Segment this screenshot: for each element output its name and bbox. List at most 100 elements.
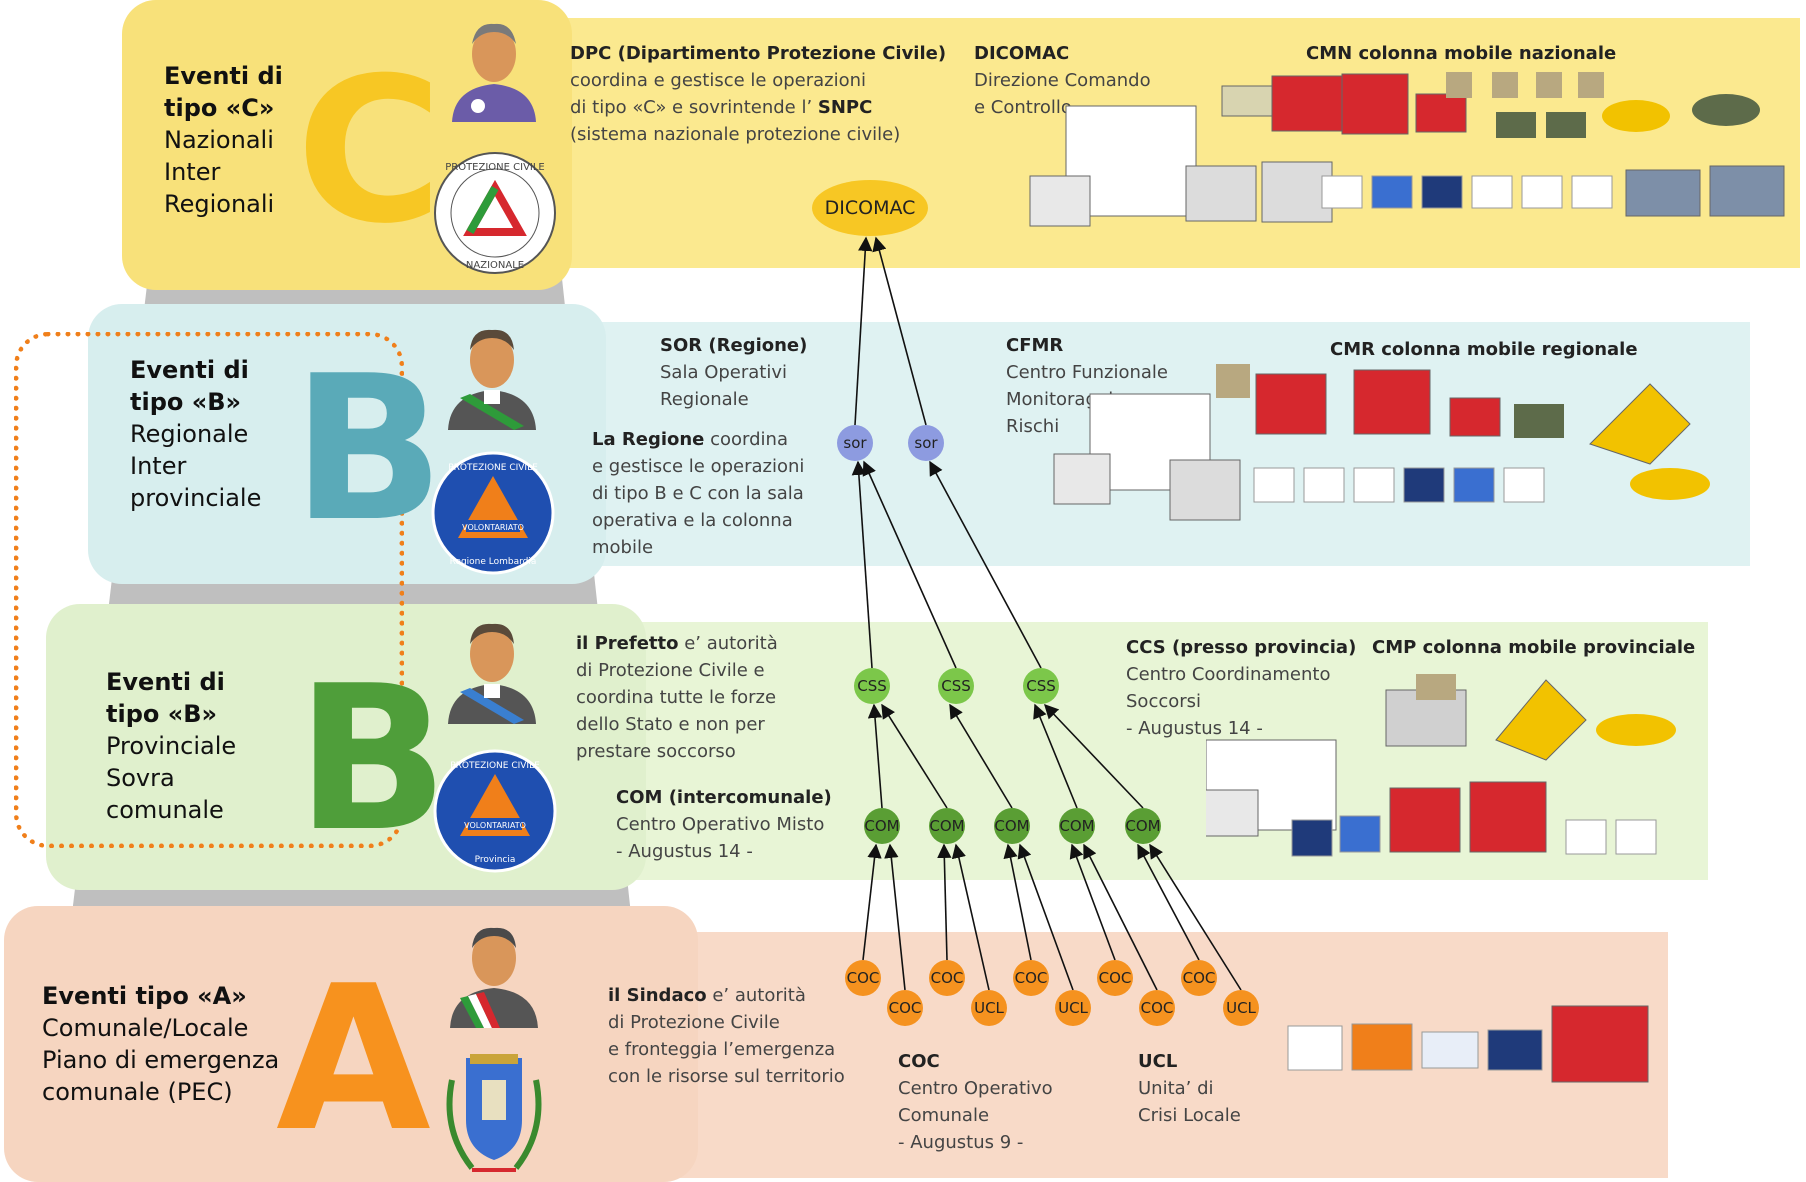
node-coc-top-3: COC [1013,960,1049,996]
level-bp-line-2: tipo «B» [106,700,218,728]
dotted-frame-b [14,332,404,848]
panel-level-a [4,906,698,1182]
edge-1 [854,236,873,426]
node-com-2: COM [929,808,965,844]
edge-11 [862,843,882,961]
level-c-line-4: Inter [164,158,221,186]
coc-line-2: Comunale [898,1105,990,1126]
level-a-title: Eventi tipo «A» Comunale/Locale Piano di… [42,980,279,1108]
level-bp-line-1: Eventi di [106,668,225,696]
person-dpc-icon [452,23,536,122]
cmn-label: CMN colonna mobile nazionale [1306,40,1616,67]
level-br-line-2: tipo «B» [130,388,242,416]
level-b-provinciale-title: Eventi di tipo «B» Provinciale Sovra com… [106,666,236,826]
edge-9 [1033,703,1078,809]
node-sor-1: sor [837,425,873,461]
level-br-line-5: provinciale [130,484,262,512]
level-bp-line-4: Sovra [106,764,175,792]
level-c-line-1: Eventi di [164,62,283,90]
node-com-5: COM [1125,808,1161,844]
level-a-line-3: Piano di emergenza [42,1046,280,1074]
regione-rest: coordina [704,429,788,450]
sindaco-line-2: di Protezione Civile [608,1012,780,1033]
prefetto-line-1: il Prefetto e’ autorità [576,630,778,657]
edge-17 [1069,843,1116,961]
edge-4 [862,460,957,669]
sindaco-line-1: il Sindaco e’ autorità [608,982,845,1009]
cfmr-head: CFMR [1006,335,1064,356]
regione-text: La Regione coordina e gestisce le operaz… [592,426,804,561]
edge-14 [951,843,990,991]
sindaco-bold: il Sindaco [608,985,707,1006]
sindaco-line-4: con le risorse sul territorio [608,1066,845,1087]
level-c-line-2: tipo «C» [164,94,275,122]
edge-7 [881,703,948,809]
prefetto-rest: e’ autorità [678,633,778,654]
volontariato-provincia-logo: VOLONTARIATO PROTEZIONE CIVILE Provincia [433,749,557,873]
node-a-bottom-2: UCL [971,990,1007,1026]
prefetto-line-4: dello Stato e non per [576,714,765,735]
sindaco-line-3: e fronteggia l’emergenza [608,1039,836,1060]
cmr-label: CMR colonna mobile regionale [1330,336,1638,363]
cmn-vehicles-illustration [1029,72,1785,227]
edge-16 [1017,843,1074,991]
node-css-1: CSS [854,668,890,704]
sor-line-1: Sala Operativi [660,362,788,383]
node-dicomac: DICOMAC [812,180,928,236]
letter-b-provinciale: B [296,643,449,876]
cmp-label: CMP colonna mobile provinciale [1372,634,1695,661]
node-coc-top-4: COC [1097,960,1133,996]
com-text: COM (intercomunale) Centro Operativo Mis… [616,784,832,865]
node-coc-top-1: COC [845,960,881,996]
sor-text: SOR (Regione) Sala Operativi Regionale [660,332,807,413]
coc-line-3: - Augustus 9 - [898,1132,1024,1153]
node-a-bottom-3: UCL [1055,990,1091,1026]
dicomac-head: DICOMAC [974,43,1070,64]
edge-12 [884,843,906,991]
cfmr-line-3: Rischi [1006,416,1060,437]
com-head: COM (intercomunale) [616,787,832,808]
coc-text: COC Centro Operativo Comunale - Augustus… [898,1048,1053,1156]
ccs-text: CCS (presso provincia) Centro Coordiname… [1126,634,1356,742]
level-b-regionale-title: Eventi di tipo «B» Regionale Inter provi… [130,354,261,514]
logo-prov-bottom: Provincia [475,855,516,865]
level-br-line-4: Inter [130,452,187,480]
logo-reg-bottom: Regione Lombardia [450,557,537,567]
edge-8 [949,703,1013,809]
cmr-vehicles-illustration [1053,364,1710,521]
node-a-bottom-1: COC [887,990,923,1026]
logo-naz-bottom: NAZIONALE [466,260,524,271]
level-a-line-2: Comunale/Locale [42,1014,249,1042]
dpc-line-2: di tipo «C» e sovrintende l’ SNPC [570,94,946,121]
level-c-line-5: Regionali [164,190,275,218]
edge-18 [1083,843,1158,991]
person-prefetto-icon [448,623,536,724]
node-com-4: COM [1059,808,1095,844]
edge-3 [851,460,873,669]
ucl-text: UCL Unita’ di Crisi Locale [1138,1048,1241,1129]
local-vehicles-illustration [1287,1005,1649,1083]
logo-reg-top: PROTEZIONE CIVILE [448,463,538,473]
person-presidente-icon [448,329,536,430]
node-a-bottom-5: UCL [1223,990,1259,1026]
ucl-line-2: Crisi Locale [1138,1105,1241,1126]
edge-19 [1137,843,1200,961]
node-sor-2: sor [908,425,944,461]
volontariato-regione-logo: VOLONTARIATO PROTEZIONE CIVILE Regione L… [431,451,555,575]
edge-13 [937,843,952,961]
level-br-line-1: Eventi di [130,356,249,384]
regione-line-5: mobile [592,537,654,558]
logo-reg-center: VOLONTARIATO [462,523,524,532]
logo-prov-top: PROTEZIONE CIVILE [450,761,540,771]
sindaco-rest: e’ autorità [706,985,806,1006]
sor-head: SOR (Regione) [660,335,808,356]
dpc-line-1: coordina e gestisce le operazioni [570,70,867,91]
cmp-vehicles-illustration [1206,674,1676,857]
stemma-comunale-icon [446,1054,542,1172]
ccs-line-3: - Augustus 14 - [1126,718,1263,739]
regione-line-2: e gestisce le operazioni [592,456,805,477]
prefetto-line-2: di Protezione Civile e [576,660,765,681]
cfmr-line-1: Centro Funzionale [1006,362,1169,383]
level-br-line-3: Regionale [130,420,249,448]
